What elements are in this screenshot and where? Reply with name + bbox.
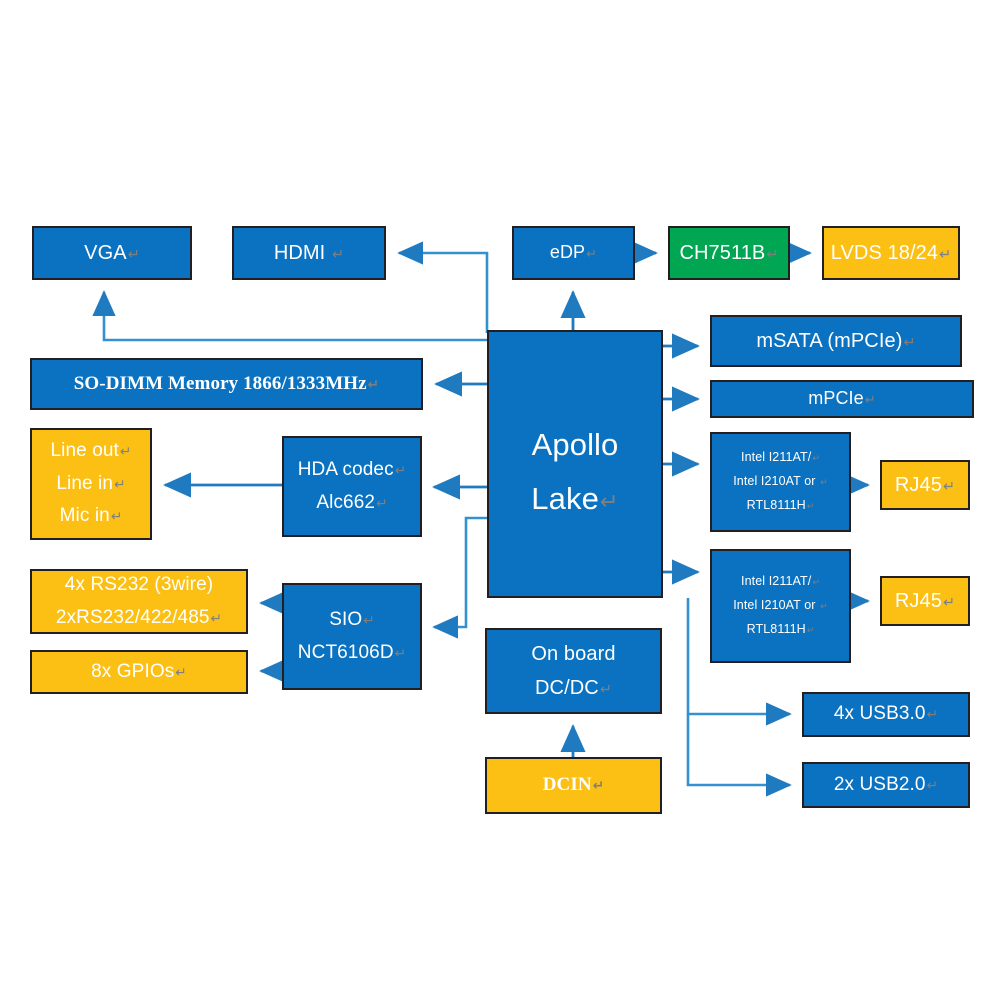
cr-mark-icon: ↵: [599, 489, 619, 516]
block-onboard-dcdc[interactable]: On board DC/DC↵: [485, 628, 662, 714]
edp-label: eDP: [549, 242, 586, 263]
apollo-line2: Lake: [531, 481, 599, 517]
block-ethernet-controller-2[interactable]: Intel I211AT/↵ Intel I210AT or ↵ RTL8111…: [710, 549, 851, 663]
cr-mark-icon: ↵: [592, 778, 605, 795]
block-rj45-port-1[interactable]: RJ45↵: [880, 460, 970, 510]
cr-mark-icon: ↵: [127, 246, 140, 263]
cr-mark-icon: ↵: [806, 501, 815, 512]
ch7511b-label: CH7511B: [679, 241, 766, 264]
eth2-line1: Intel I211AT/: [741, 574, 812, 589]
block-audio-jacks[interactable]: Line out↵ Line in↵ Mic in↵: [30, 428, 152, 540]
usb3-label: 4x USB3.0: [833, 703, 926, 725]
block-edp[interactable]: eDP↵: [512, 226, 635, 280]
block-so-dimm-memory[interactable]: SO-DIMM Memory 1866/1333MHz↵: [30, 358, 423, 410]
block-hda-codec[interactable]: HDA codec↵ Alc662↵: [282, 436, 422, 537]
block-apollo-lake[interactable]: Apollo Lake↵: [487, 330, 663, 598]
cr-mark-icon: ↵: [114, 476, 126, 493]
sodimm-label: SO-DIMM Memory 1866/1333MHz: [73, 372, 367, 394]
hda-line1: HDA codec: [297, 458, 394, 480]
dcdc-line2: DC/DC: [534, 677, 599, 699]
block-gpios[interactable]: 8x GPIOs↵: [30, 650, 248, 694]
vga-label: VGA: [84, 241, 127, 264]
sio-line1: SIO: [329, 608, 363, 630]
cr-mark-icon: ↵: [812, 578, 820, 589]
audio-mic-in: Mic in: [59, 505, 110, 527]
block-msata[interactable]: mSATA (mPCIe)↵: [710, 315, 962, 367]
block-ethernet-controller-1[interactable]: Intel I211AT/↵ Intel I210AT or ↵ RTL8111…: [710, 432, 851, 532]
cr-mark-icon: ↵: [820, 602, 828, 613]
wire-apollo-to-usb2: [686, 714, 792, 797]
block-ch7511b[interactable]: CH7511B↵: [668, 226, 790, 280]
rs232-line1: 4x RS232 (3wire): [64, 573, 214, 595]
cr-mark-icon: ↵: [926, 707, 939, 724]
cr-mark-icon: ↵: [332, 246, 345, 263]
cr-mark-icon: ↵: [820, 478, 828, 489]
wire-apollo-to-sio: [432, 516, 487, 639]
cr-mark-icon: ↵: [939, 246, 952, 263]
cr-mark-icon: ↵: [110, 509, 123, 526]
wire-apollo-to-vga: [92, 290, 487, 342]
cr-mark-icon: ↵: [806, 625, 815, 636]
cr-mark-icon: ↵: [394, 462, 407, 479]
cr-mark-icon: ↵: [864, 393, 876, 409]
dcdc-line1: On board: [531, 642, 616, 665]
block-mpcie[interactable]: mPCIe↵: [710, 380, 974, 418]
mpcie-label: mPCIe: [808, 388, 864, 409]
block-serial-ports[interactable]: 4x RS232 (3wire) 2xRS232/422/485↵: [30, 569, 248, 634]
block-lvds[interactable]: LVDS 18/24↵: [822, 226, 960, 280]
audio-line-in: Line in: [56, 472, 114, 494]
apollo-line1: Apollo: [531, 427, 619, 462]
cr-mark-icon: ↵: [812, 454, 820, 465]
eth2-line3: RTL8111H: [746, 621, 806, 636]
cr-mark-icon: ↵: [363, 612, 375, 629]
rs232-line2: 2xRS232/422/485: [55, 606, 210, 628]
hdmi-label: HDMI: [273, 241, 331, 264]
cr-mark-icon: ↵: [766, 246, 779, 263]
msata-label: mSATA (mPCIe): [756, 329, 903, 352]
cr-mark-icon: ↵: [903, 334, 916, 351]
eth1-line1: Intel I211AT/: [741, 450, 812, 465]
cr-mark-icon: ↵: [394, 645, 407, 662]
cr-mark-icon: ↵: [586, 247, 598, 263]
cr-mark-icon: ↵: [119, 443, 132, 460]
sio-line2: NCT6106D: [297, 641, 394, 663]
usb2-label: 2x USB2.0: [833, 773, 926, 795]
rj45a-label: RJ45: [894, 473, 942, 496]
audio-line-out: Line out: [50, 439, 119, 461]
cr-mark-icon: ↵: [926, 777, 939, 794]
cr-mark-icon: ↵: [376, 495, 388, 512]
dcin-label: DCIN: [542, 774, 592, 796]
gpio-label: 8x GPIOs: [91, 660, 175, 682]
cr-mark-icon: ↵: [175, 664, 187, 681]
rj45b-label: RJ45: [894, 589, 942, 612]
eth1-line3: RTL8111H: [746, 497, 806, 512]
eth2-line2: Intel I210AT or: [733, 598, 820, 613]
block-usb2[interactable]: 2x USB2.0↵: [802, 762, 970, 808]
block-usb3[interactable]: 4x USB3.0↵: [802, 692, 970, 737]
block-dcin[interactable]: DCIN↵: [485, 757, 662, 814]
eth1-line2: Intel I210AT or: [733, 474, 820, 489]
cr-mark-icon: ↵: [367, 376, 380, 393]
cr-mark-icon: ↵: [599, 682, 612, 698]
lvds-label: LVDS 18/24: [830, 241, 939, 264]
cr-mark-icon: ↵: [942, 594, 956, 611]
block-vga[interactable]: VGA↵: [32, 226, 192, 280]
cr-mark-icon: ↵: [210, 610, 223, 627]
wire-apollo-to-hdmi: [397, 241, 489, 333]
block-sio-nct6106d[interactable]: SIO↵ NCT6106D↵: [282, 583, 422, 690]
block-rj45-port-2[interactable]: RJ45↵: [880, 576, 970, 626]
block-hdmi[interactable]: HDMI ↵: [232, 226, 386, 280]
hda-line2: Alc662: [316, 491, 376, 513]
cr-mark-icon: ↵: [942, 478, 956, 495]
